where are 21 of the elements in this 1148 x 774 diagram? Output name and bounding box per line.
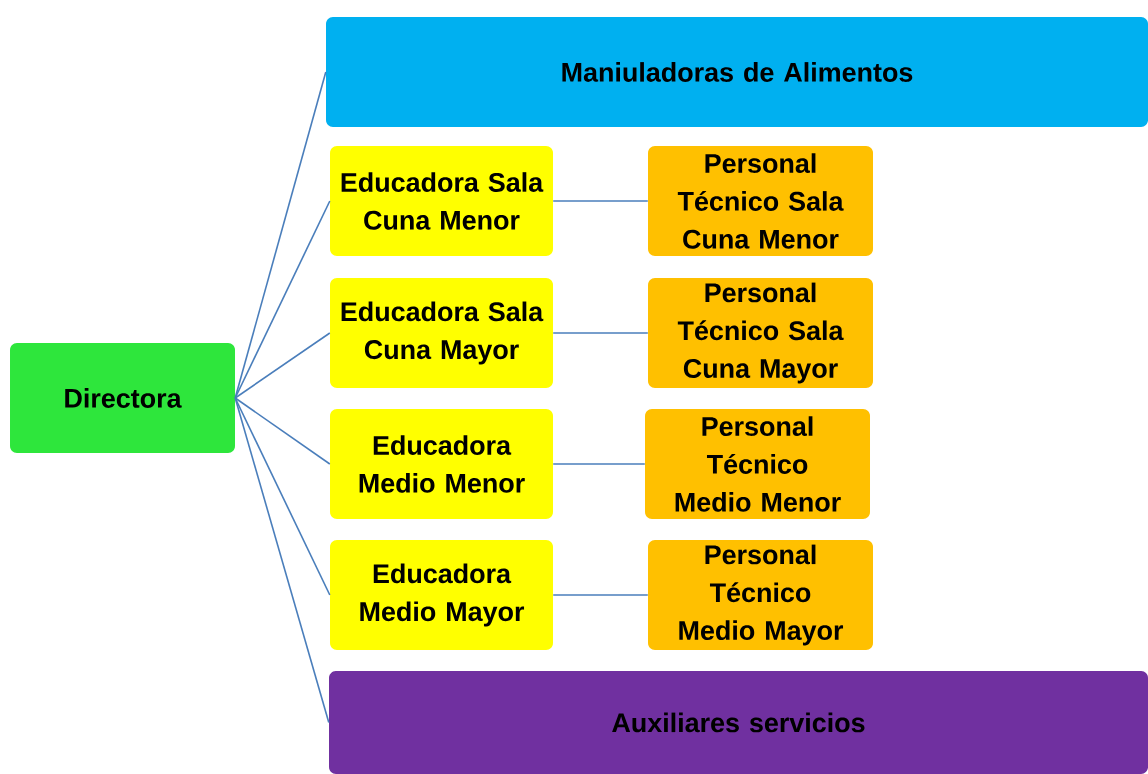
role-box: Personal Técnico Sala Cuna Menor bbox=[648, 146, 873, 256]
connector-line bbox=[234, 332, 331, 399]
connector-line bbox=[234, 397, 330, 724]
connector-line bbox=[552, 332, 649, 334]
role-box: Educadora Medio Mayor bbox=[330, 540, 553, 650]
connector-line bbox=[234, 397, 331, 465]
role-box: Educadora Sala Cuna Menor bbox=[330, 146, 553, 256]
connector-line bbox=[234, 397, 331, 596]
role-box: Educadora Medio Menor bbox=[330, 409, 553, 519]
role-box: Personal Técnico Sala Cuna Mayor bbox=[648, 278, 873, 388]
connector-line bbox=[234, 200, 331, 399]
role-box: Personal Técnico Medio Mayor bbox=[648, 540, 873, 650]
role-box: Personal Técnico Medio Menor bbox=[645, 409, 870, 519]
role-box: Educadora Sala Cuna Mayor bbox=[330, 278, 553, 388]
connector-line bbox=[552, 594, 649, 596]
banner-box: Auxiliares servicios bbox=[329, 671, 1148, 774]
banner-box: Maniuladoras de Alimentos bbox=[326, 17, 1148, 127]
connector-line bbox=[552, 200, 649, 202]
connector-line bbox=[234, 71, 327, 399]
connector-line bbox=[552, 463, 646, 465]
root-box: Directora bbox=[10, 343, 235, 453]
